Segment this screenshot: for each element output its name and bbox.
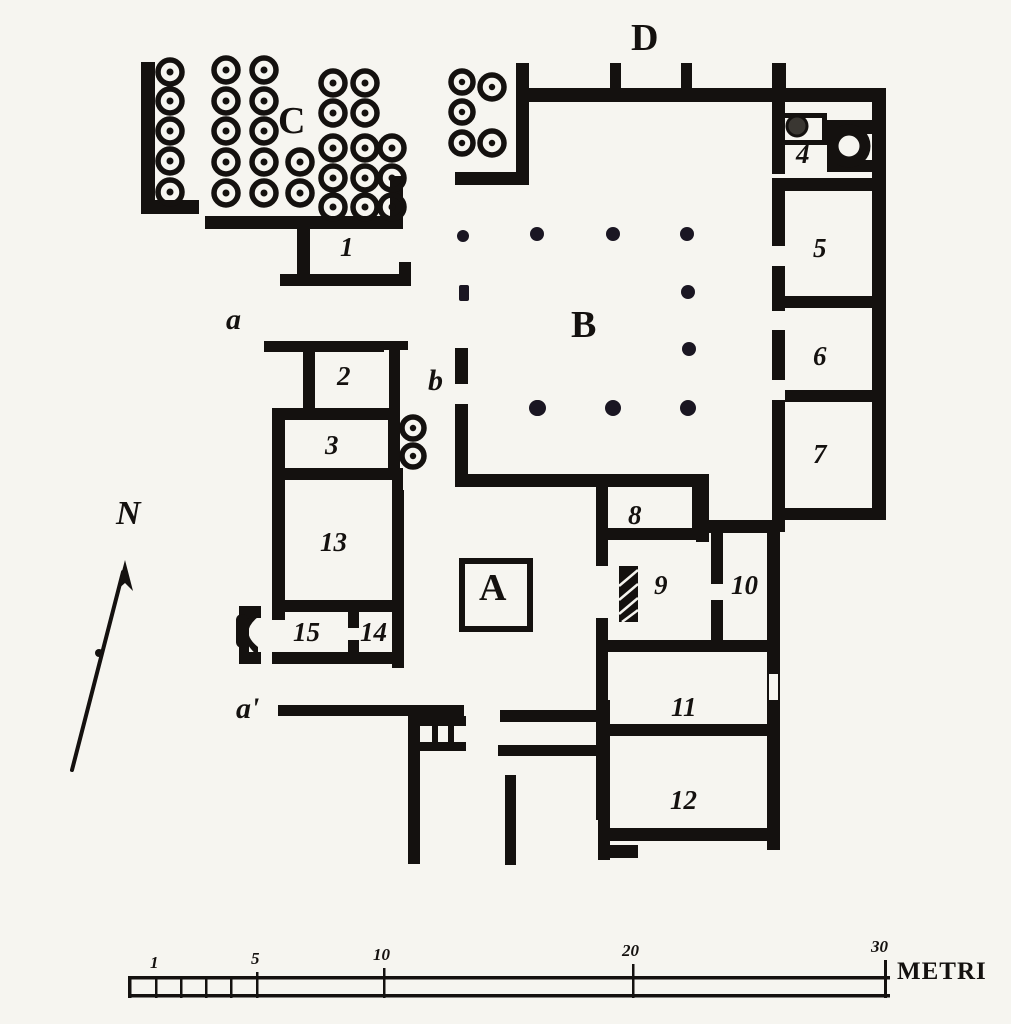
section-label-a: a	[226, 303, 241, 336]
area-label-C: C	[278, 100, 306, 142]
scale-tick-label-5: 5	[251, 949, 260, 968]
room-number-12: 12	[670, 785, 697, 815]
room-number-11: 11	[671, 692, 697, 722]
scale-tick-label-30: 30	[871, 937, 888, 956]
scale-tick-label-20: 20	[622, 941, 639, 960]
scale-bar	[128, 960, 890, 998]
area-label-A: A	[479, 567, 507, 609]
scale-tick-label-10: 10	[373, 945, 390, 964]
room-number-5: 5	[813, 233, 827, 263]
room-number-6: 6	[813, 341, 827, 371]
room-9-hatched-block	[618, 566, 639, 623]
room-number-15: 15	[293, 617, 320, 647]
room-number-2: 2	[337, 361, 351, 391]
section-label-a-prime: a'	[236, 692, 260, 725]
peristyle-c-columns	[155, 55, 407, 222]
room-number-10: 10	[731, 570, 758, 600]
room-number-4: 4	[796, 139, 810, 169]
atrium-b-walls	[455, 348, 775, 542]
vestibule-b-columns	[399, 414, 427, 470]
room-4-features	[785, 114, 871, 168]
room-number-14: 14	[360, 617, 387, 647]
scale-unit-label: METRI	[897, 958, 987, 985]
room-number-9: 9	[654, 570, 668, 600]
label-a-box	[459, 558, 533, 632]
room-number-8: 8	[628, 500, 642, 530]
room-number-13: 13	[320, 527, 347, 557]
room-number-7: 7	[813, 439, 827, 469]
area-label-B: B	[571, 304, 597, 346]
atrium-b-pillars	[457, 227, 696, 416]
area-label-D: D	[631, 17, 659, 59]
room-number-3: 3	[325, 430, 339, 460]
north-arrow	[70, 560, 133, 772]
court-d-columns	[448, 68, 507, 158]
left-wing-walls	[236, 341, 408, 668]
room-number-1: 1	[340, 232, 354, 262]
scale-tick-label-1: 1	[150, 953, 159, 972]
section-label-b: b	[428, 364, 443, 397]
north-arrow-label: N	[116, 495, 141, 532]
entry-corridor-walls	[278, 700, 638, 865]
